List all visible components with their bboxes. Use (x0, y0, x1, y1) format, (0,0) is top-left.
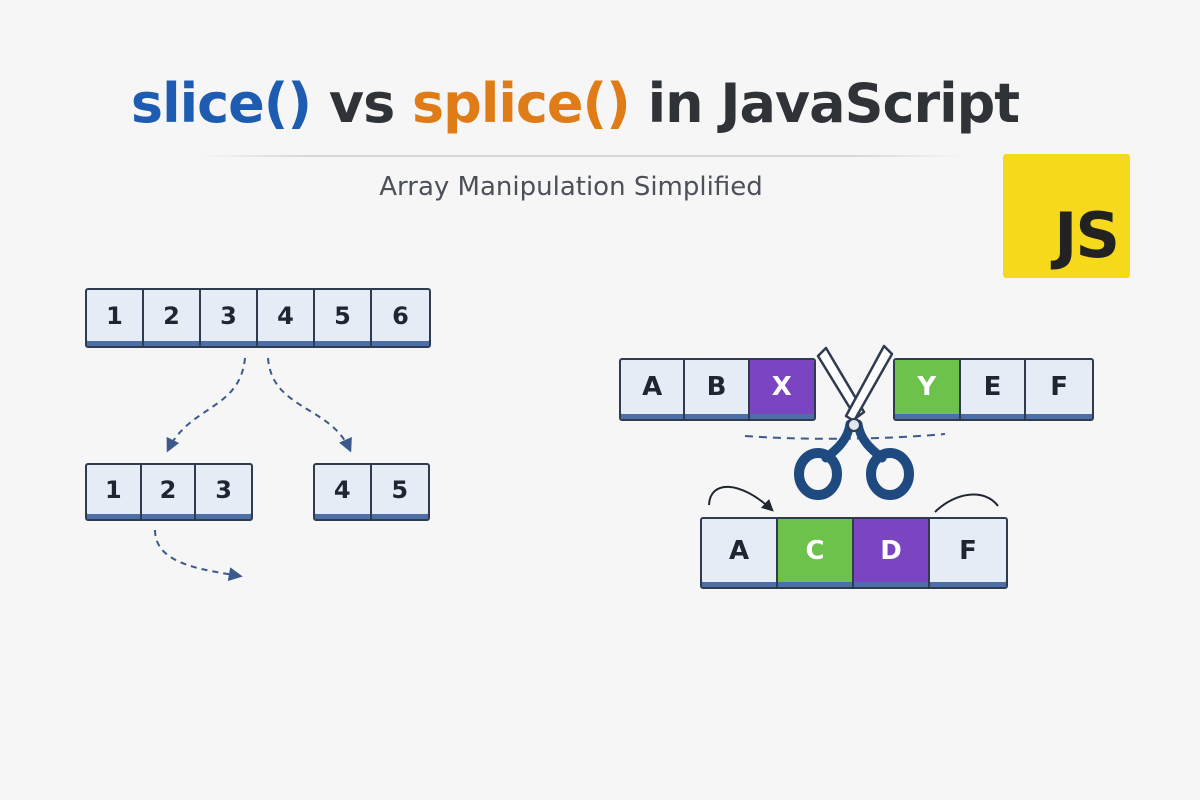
page-title: slice() vs splice() in JavaScript (0, 72, 1150, 135)
title-divider (198, 155, 963, 157)
title-splice: splice() (412, 72, 631, 135)
splice-result-cell-2: C (778, 519, 854, 587)
slice-arrow-right (267, 357, 352, 453)
slice-arrow-left (166, 357, 246, 453)
scissors-icon (794, 344, 914, 500)
slice-part-a-cell-1: 1 (87, 465, 142, 519)
splice-result-cell-3: D (854, 519, 930, 587)
splice-cut-line (744, 433, 946, 440)
js-logo: JS (1003, 154, 1130, 278)
slice-part-b-cell-1: 4 (315, 465, 372, 519)
slice-original-cell-3: 3 (201, 290, 258, 346)
title-vs: vs (311, 72, 413, 135)
slice-original-cell-5: 5 (315, 290, 372, 346)
slice-original-cell-4: 4 (258, 290, 315, 346)
splice-right-cell-3: F (1026, 360, 1092, 419)
slice-part-a-cell-3: 3 (196, 465, 251, 519)
slice-original-cell-6: 6 (372, 290, 429, 346)
js-logo-text: JS (1054, 199, 1120, 272)
splice-left-cell-1: A (621, 360, 686, 419)
slice-arrow-down (154, 529, 243, 582)
splice-left-cell-2: B (685, 360, 750, 419)
splice-result-cell-1: A (702, 519, 778, 587)
splice-right-cell-1: Y (895, 360, 961, 419)
splice-result-cell-4: F (930, 519, 1006, 587)
splice-arrow-right (934, 493, 999, 513)
splice-arrow-left (708, 485, 774, 512)
slice-part-b-cell-2: 5 (372, 465, 429, 519)
slice-part-a-cell-2: 2 (142, 465, 197, 519)
subtitle: Array Manipulation Simplified (379, 172, 763, 202)
slice-original-cell-1: 1 (87, 290, 144, 346)
title-rest: in JavaScript (629, 72, 1020, 135)
slice-original-cell-2: 2 (144, 290, 201, 346)
title-slice: slice() (130, 72, 312, 135)
splice-left-cell-3: X (749, 360, 814, 419)
splice-right-cell-2: E (961, 360, 1027, 419)
